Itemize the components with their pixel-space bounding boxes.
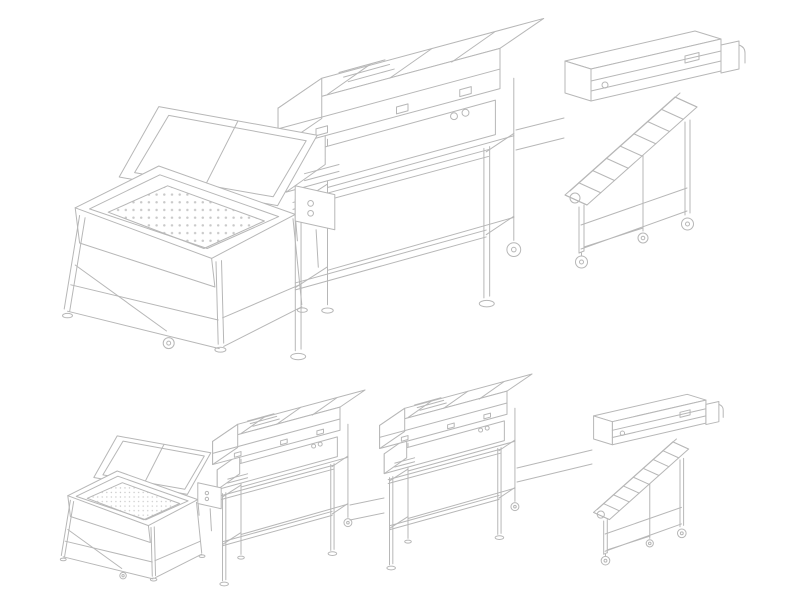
outfeed-machine: [593, 393, 724, 566]
outfeed-machine: [564, 30, 746, 269]
processing-module-1: [212, 389, 366, 587]
infeed-hopper: [61, 106, 336, 353]
main-processing-machine: [277, 17, 545, 361]
processing-module-2: [379, 373, 533, 571]
transfer-connector: [350, 498, 384, 520]
transfer-connector: [516, 118, 564, 150]
infeed-hopper: [60, 435, 222, 582]
transfer-connector: [517, 450, 592, 482]
bottom-assembly-view: [60, 373, 724, 587]
top-assembly-view: [61, 17, 746, 361]
